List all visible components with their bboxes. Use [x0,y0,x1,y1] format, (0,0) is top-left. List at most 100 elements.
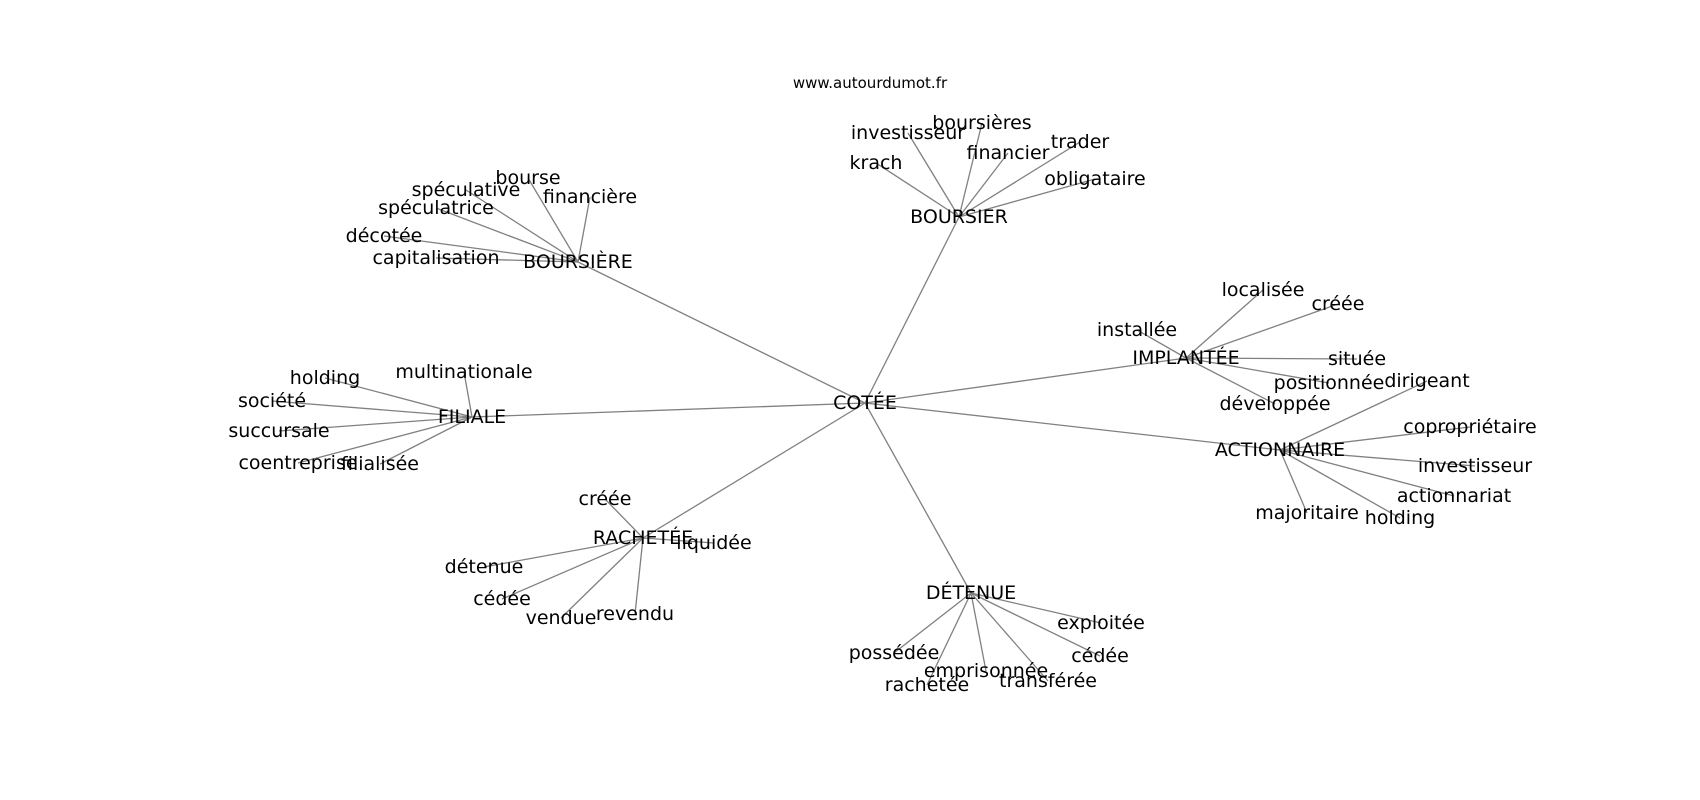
edge-hub-1-leaf-4 [875,162,960,218]
leaf-node-label: emprisonnée [924,660,1048,682]
leaf-node-label: coentreprise [238,452,357,474]
edge-root-hub-4 [864,402,1281,451]
edge-hub-3-leaf-2 [271,400,473,418]
leaf-node-label: transférée [999,670,1097,692]
edge-hub-5-leaf-5 [634,537,644,615]
leaf-node-label: filialisée [341,453,419,475]
edge-hub-4-leaf-2 [1279,449,1476,467]
leaf-node-label: possédée [849,642,940,664]
edge-hub-6-leaf-0 [970,592,1102,624]
leaf-node-label: holding [1365,507,1435,529]
leaf-node-label: détenue [445,556,524,578]
edges-layer [271,122,1476,686]
edge-hub-0-leaf-5 [435,257,579,263]
edge-hub-6-leaf-4 [970,592,1049,682]
edge-hub-2-leaf-1 [1185,303,1339,359]
edge-hub-5-leaf-3 [501,537,644,600]
leaf-node-label: située [1328,348,1386,370]
edge-hub-4-leaf-5 [1279,449,1401,519]
leaf-node-label: positionnée [1274,372,1385,394]
leaf-node-label: cédée [1071,645,1129,667]
edge-hub-5-leaf-0 [604,498,644,539]
leaf-node-label: majoritaire [1255,502,1359,524]
leaf-node-label: succursale [228,420,329,442]
edge-hub-3-leaf-5 [379,416,473,465]
leaf-node-label: société [238,390,306,412]
edge-hub-0-leaf-4 [383,235,579,263]
edge-hub-6-leaf-3 [970,592,987,672]
edge-hub-3-leaf-0 [463,371,473,418]
edge-hub-1-leaf-1 [907,132,960,218]
edge-root-hub-3 [471,402,866,418]
leaf-node-label: holding [290,367,360,389]
hub-node-label: ACTIONNAIRE [1215,439,1345,461]
leaf-node-label: bourse [495,167,560,189]
edge-hub-4-leaf-1 [1279,426,1471,451]
leaf-node-label: revendu [596,603,674,625]
leaf-node-label: rachetée [885,674,969,696]
edge-hub-1-leaf-2 [958,141,1081,218]
edge-hub-0-leaf-2 [577,196,591,263]
edge-hub-2-leaf-4 [1185,357,1330,384]
hub-node-label: BOURSIER [910,206,1008,228]
leaf-node-label: obligataire [1044,168,1145,190]
leaf-node-label: créée [579,488,632,510]
edge-hub-0-leaf-1 [465,189,579,263]
hub-node-label: BOURSIÈRE [523,250,633,273]
edge-hub-4-leaf-0 [1279,380,1428,451]
edge-hub-5-leaf-4 [560,537,644,619]
leaf-node-label: spéculatrice [378,197,494,219]
leaf-node-label: localisée [1222,279,1305,301]
edge-hub-4-leaf-3 [1279,449,1455,497]
edge-hub-6-leaf-1 [893,592,972,654]
leaf-node-label: copropriétaire [1403,416,1536,438]
edge-root-hub-0 [577,261,866,404]
edge-hub-5-leaf-2 [483,537,644,568]
leaf-node-label: capitalisation [372,247,499,269]
leaf-node-label: cédée [473,588,531,610]
edge-root-hub-5 [642,402,866,539]
edge-hub-2-leaf-0 [1185,289,1264,359]
leaf-node-label: décotée [346,225,423,247]
leaf-node-label: financière [543,186,637,208]
edge-hub-2-leaf-5 [1185,357,1276,405]
edge-hub-3-leaf-1 [324,377,473,418]
leaf-node-label: développée [1219,393,1330,415]
leaf-node-label: krach [850,152,903,174]
leaf-node-label: investisseur [1418,455,1532,477]
leaf-node-label: exploitée [1057,612,1145,634]
hub-node-label: RACHETÉE [593,526,693,549]
leaf-node-label: investisseur [851,122,965,144]
leaf-node-label: vendue [526,607,597,629]
edge-hub-3-leaf-3 [278,416,473,432]
edge-hub-0-leaf-0 [527,177,579,263]
hub-node-label: DÉTENUE [926,581,1016,604]
edge-hub-0-leaf-3 [435,207,579,263]
edge-hub-6-leaf-2 [970,592,1101,657]
edge-hub-3-leaf-4 [297,416,473,464]
edge-hub-6-leaf-5 [926,592,972,686]
edge-root-hub-1 [864,216,960,404]
edge-hub-2-leaf-3 [1185,357,1358,360]
leaf-node-label: multinationale [395,361,532,383]
edge-hub-1-leaf-3 [958,152,1009,218]
leaf-node-label: installée [1097,319,1177,341]
hub-node-label: FILIALE [438,406,506,428]
edge-root-hub-2 [864,357,1187,404]
edge-hub-1-leaf-0 [958,122,983,218]
edge-hub-1-leaf-5 [958,178,1096,218]
edge-hub-2-leaf-2 [1136,329,1187,359]
edge-hub-5-leaf-1 [642,537,715,544]
edge-hub-4-leaf-4 [1279,449,1308,514]
hub-node-label: IMPLANTÉE [1132,346,1239,369]
leaf-node-label: financier [967,142,1050,164]
leaf-node-label: actionnariat [1397,485,1511,507]
root-node-label: COTÉE [833,391,897,414]
leaf-node-label: dirigeant [1384,370,1469,392]
leaf-node-label: liquidée [676,532,751,554]
leaf-node-label: boursières [932,112,1031,134]
leaf-node-label: trader [1051,131,1110,153]
